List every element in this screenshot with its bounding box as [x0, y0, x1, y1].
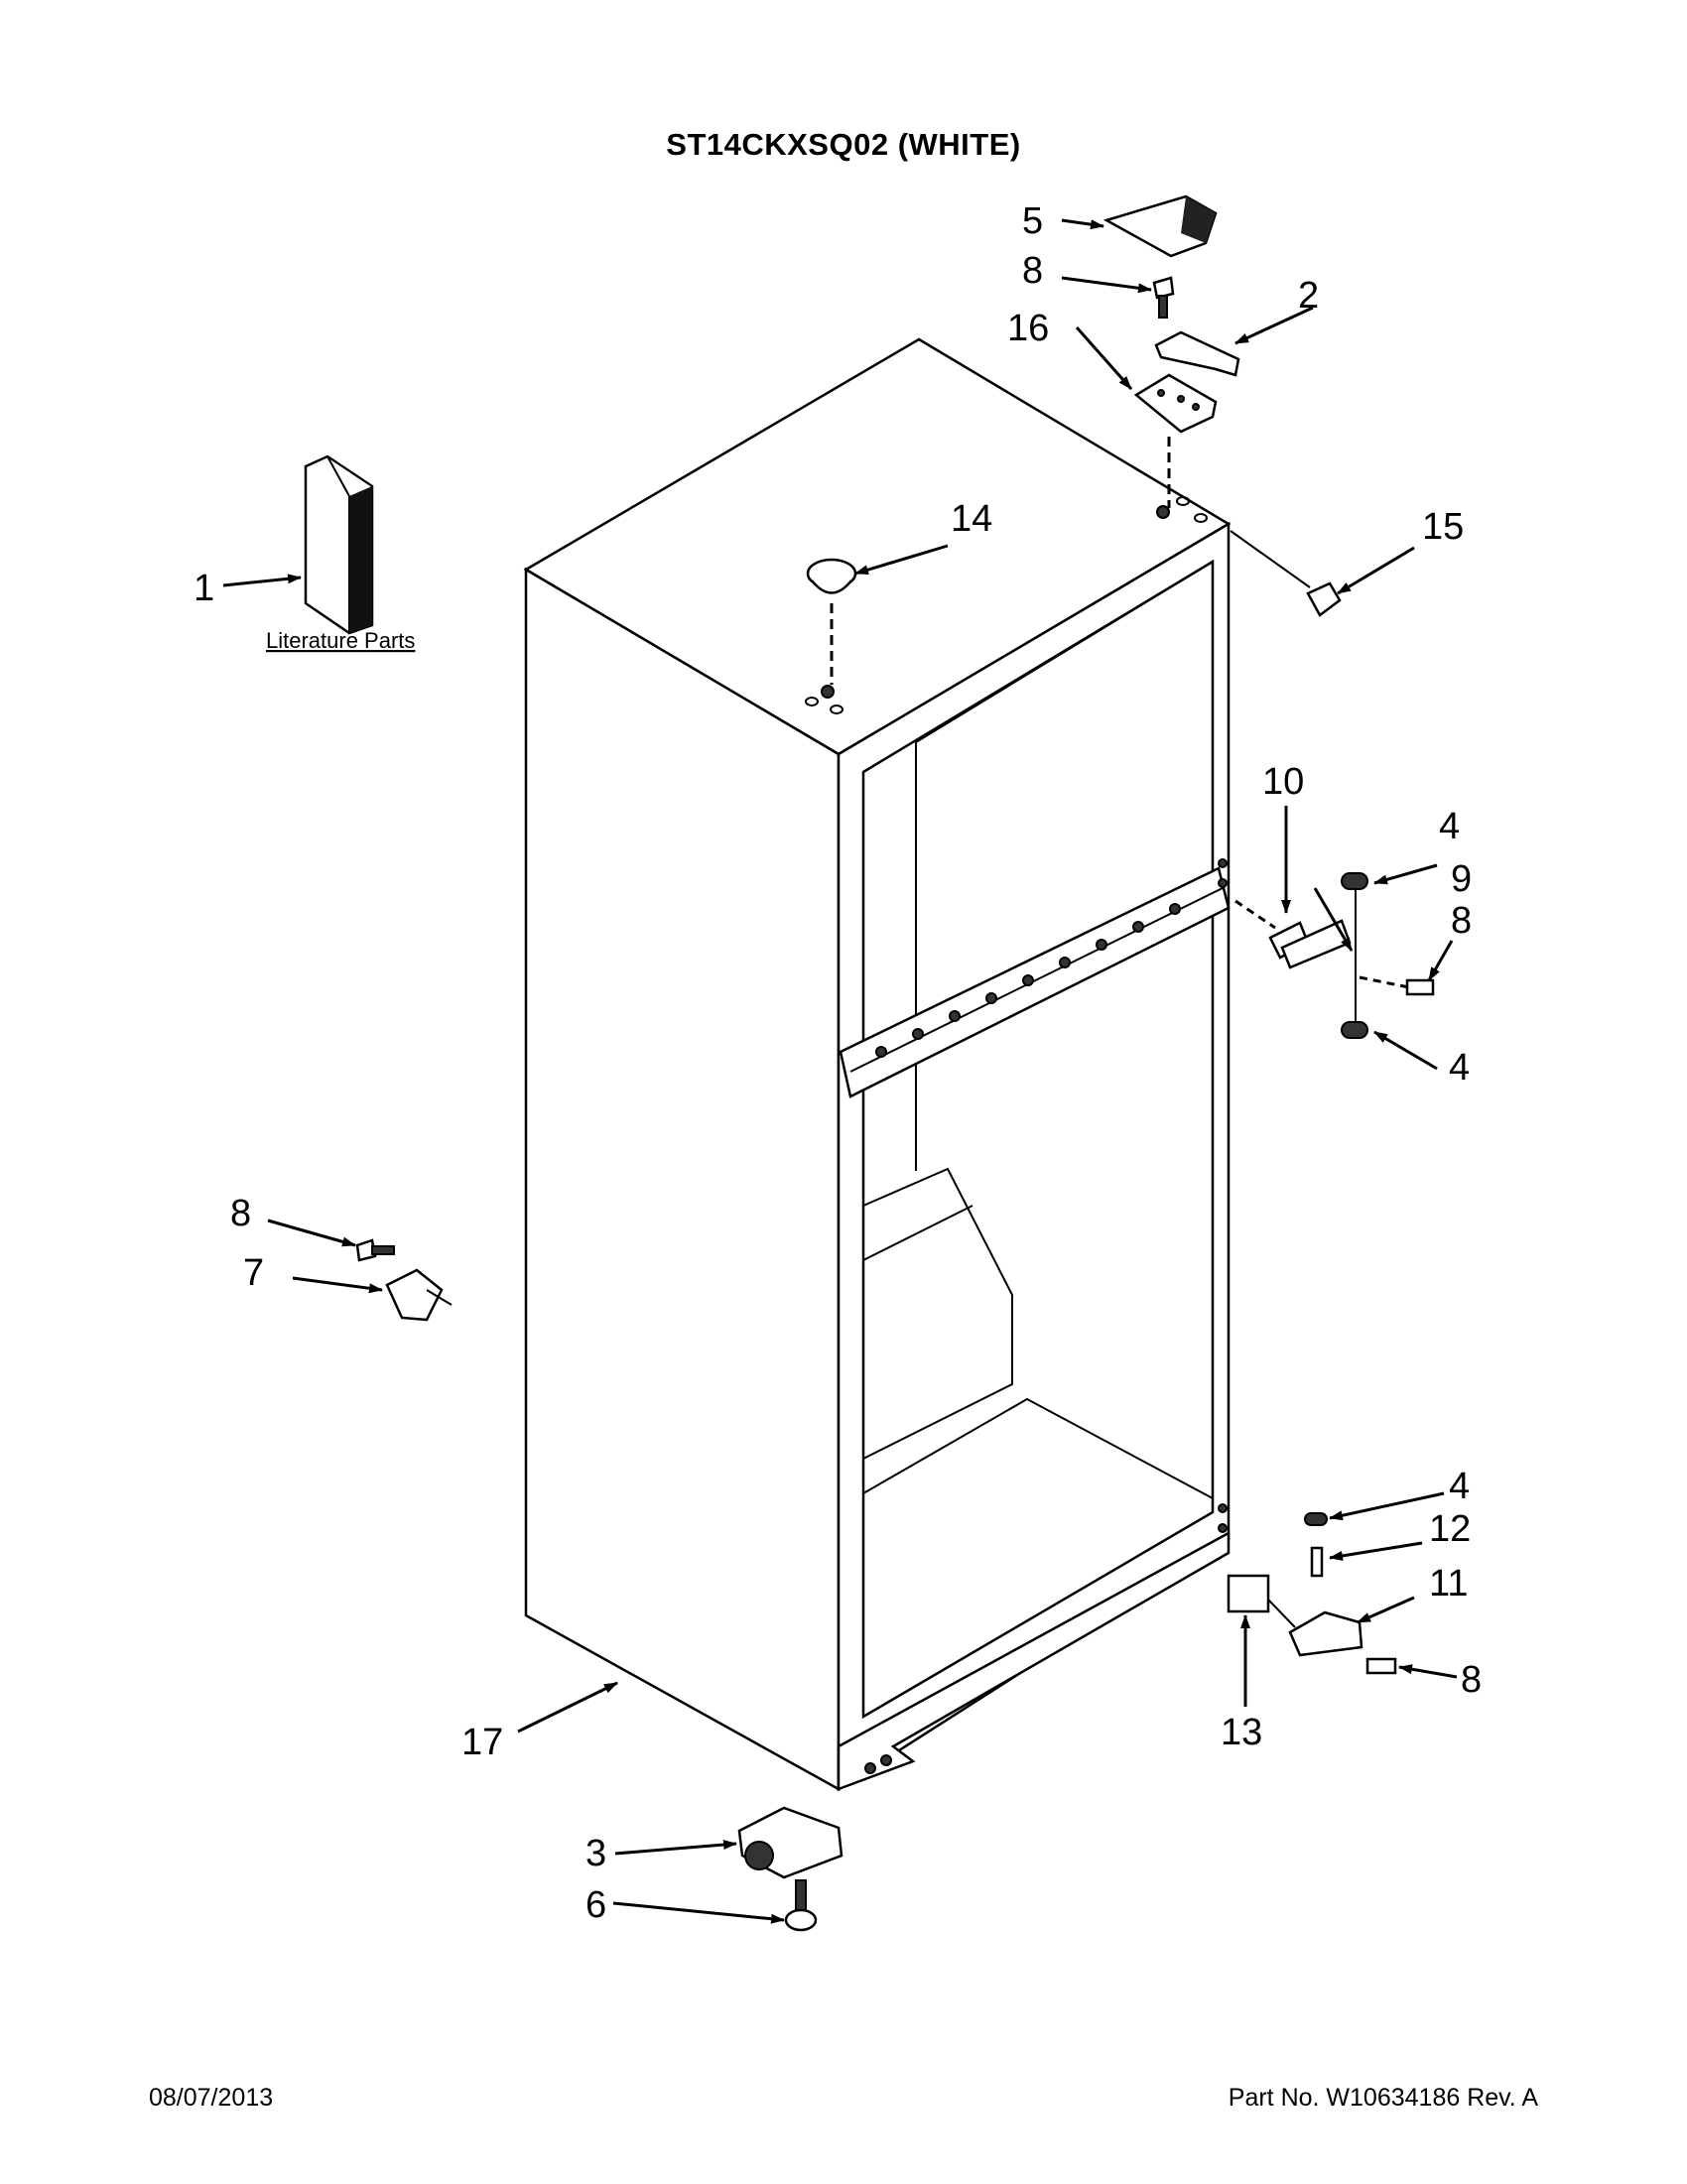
footer-date: 08/07/2013: [149, 2084, 274, 2112]
callout-13: 13: [1221, 1712, 1262, 1753]
literature-parts-label: Literature Parts: [266, 628, 415, 653]
refrigerator-cabinet: [523, 337, 1232, 1792]
screw-left-icon: [355, 1238, 395, 1262]
plug-icon: [806, 558, 857, 594]
diagram-title: ST14CKXSQ02 (WHITE): [666, 127, 1021, 162]
door-closer-icon: [385, 1268, 453, 1322]
callout-arrows: [222, 218, 1458, 1924]
callout-8-mid: 8: [1451, 900, 1472, 942]
callout-7: 7: [243, 1252, 264, 1294]
callout-3: 3: [585, 1833, 606, 1874]
callout-4-bottom: 4: [1449, 1466, 1470, 1507]
callout-8-bottom: 8: [1461, 1659, 1482, 1701]
callout-9: 9: [1451, 858, 1472, 900]
callout-15: 15: [1422, 506, 1464, 548]
callout-5: 5: [1022, 200, 1043, 242]
callout-12: 12: [1429, 1508, 1471, 1550]
footer-part-number: Part No. W10634186 Rev. A: [1228, 2084, 1538, 2112]
hinge-cover-icon: [1103, 194, 1218, 258]
door-stop-icon: [1306, 581, 1342, 617]
top-hinge-icon: [1154, 330, 1240, 377]
callout-2: 2: [1298, 275, 1319, 317]
callout-10: 10: [1262, 761, 1304, 803]
callout-17: 17: [461, 1722, 503, 1763]
literature-book-icon: [304, 454, 374, 635]
callout-1: 1: [194, 568, 214, 609]
leveling-leg-icon: [784, 1879, 818, 1932]
callout-4-mid: 4: [1449, 1047, 1470, 1089]
roller-bracket-icon: [737, 1806, 844, 1879]
callout-11: 11: [1429, 1563, 1468, 1605]
callout-8-top: 8: [1022, 250, 1043, 292]
callout-4-top: 4: [1439, 806, 1460, 847]
mullion-holes: [875, 903, 1181, 1058]
bottom-hinge-group: [1227, 1512, 1397, 1675]
callout-6: 6: [585, 1884, 606, 1926]
callout-14: 14: [951, 498, 992, 540]
center-hinge-group: [1234, 872, 1435, 1039]
callout-8-left: 8: [230, 1193, 251, 1234]
callout-16: 16: [1007, 308, 1049, 349]
callout-labels: 1 2 3 4 4 4 5 6 7 8 8 8 8 9 10 11 12 13 …: [194, 200, 1482, 1926]
screw-icon: [1152, 276, 1175, 319]
hinge-shim-icon: [1133, 373, 1218, 434]
